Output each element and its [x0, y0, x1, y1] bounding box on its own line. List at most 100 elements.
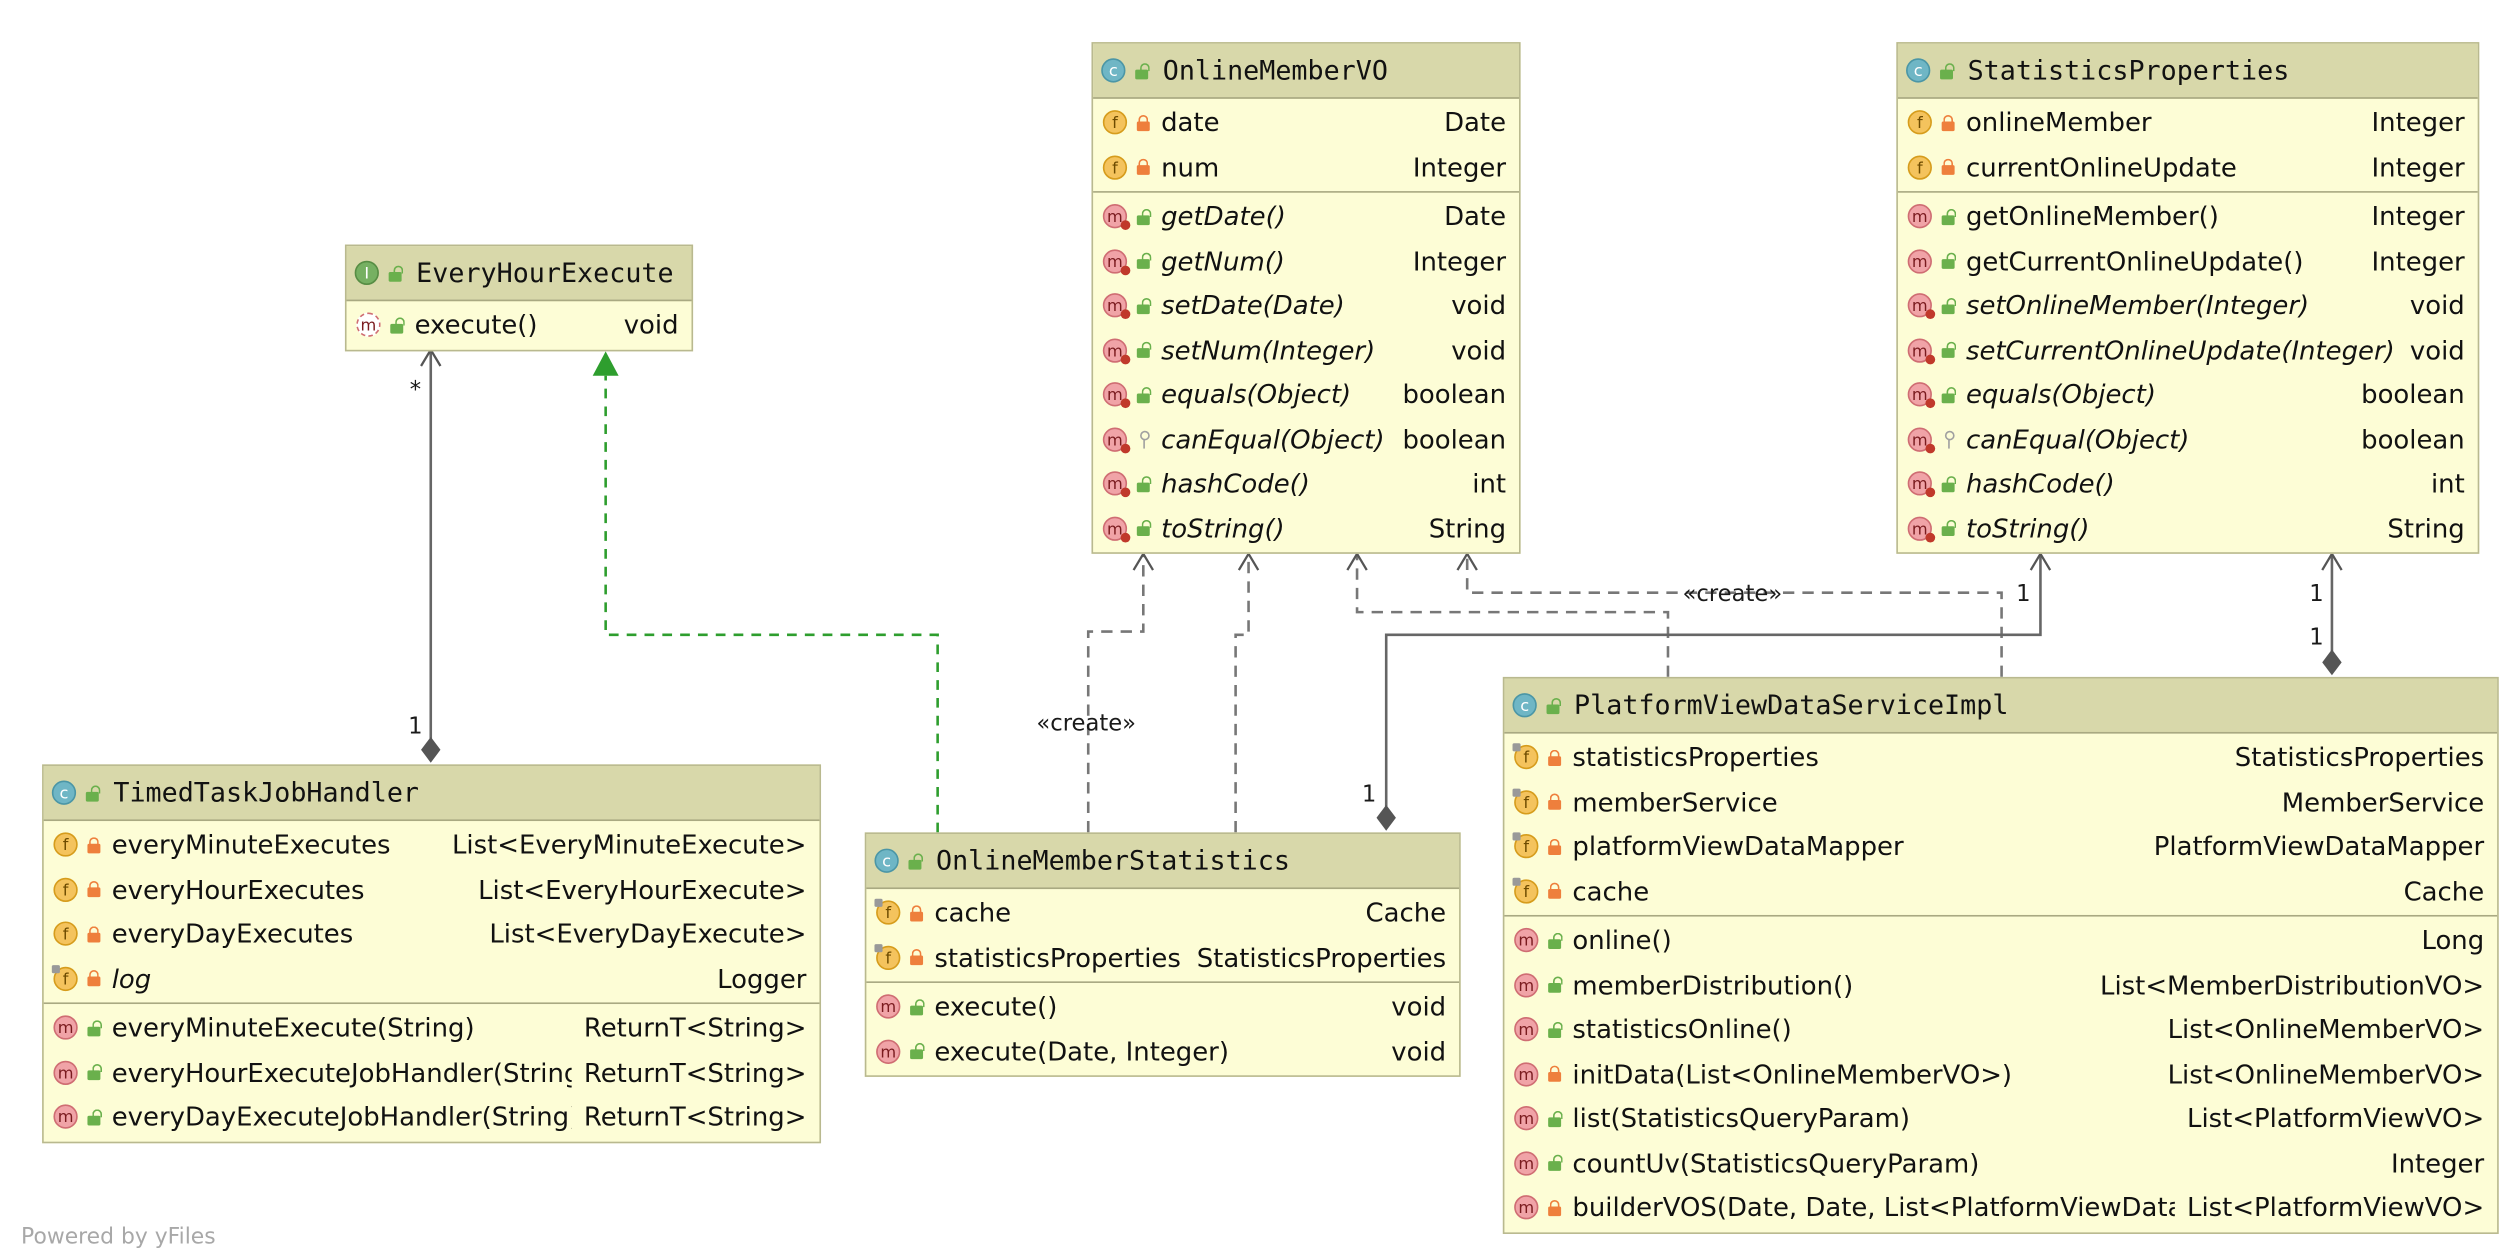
dependency-statistics-to-vo-1[interactable] — [1086, 551, 1154, 833]
field-name: statisticsProperties — [934, 942, 1181, 973]
method-signature: memberDistribution() — [1572, 969, 1854, 1001]
public-visibility-icon — [1547, 975, 1563, 994]
realization-statistics-to-every-hour-execute[interactable] — [592, 351, 939, 833]
method-icon: m — [1102, 338, 1131, 364]
dependency-statistics-to-vo-2[interactable] — [1234, 551, 1260, 833]
class-header: c StatisticsProperties — [1897, 43, 2478, 99]
return-type: String — [2387, 512, 2465, 544]
method-signature: equals(Object) — [1161, 379, 1352, 411]
association-handler-to-every-hour-execute[interactable] — [420, 347, 442, 763]
field-icon: f — [53, 877, 78, 902]
return-type: List<PlatformViewVO> — [2187, 1192, 2485, 1224]
class-name: OnlineMemberVO — [1162, 55, 1388, 86]
dependency-service-to-vo-2[interactable] — [1456, 551, 2003, 677]
override-marker-icon — [1120, 443, 1131, 454]
field-type: StatisticsProperties — [1196, 942, 1447, 973]
return-type: boolean — [2361, 423, 2465, 455]
field-icon: f — [1102, 155, 1128, 180]
class-icon: c — [51, 780, 77, 805]
method-icon: m — [1907, 382, 1936, 409]
multiplicity-handler-label: 1 — [408, 714, 422, 740]
method-icon: m — [1514, 1150, 1539, 1176]
field-icon: f — [53, 921, 78, 947]
dependency-service-to-vo-1[interactable] — [1346, 551, 1670, 677]
association-service-to-properties[interactable] — [2321, 551, 2343, 676]
public-visibility-icon — [86, 1107, 103, 1126]
return-type: List<MemberDistributionVO> — [2100, 969, 2485, 1001]
method-icon: m — [1514, 1061, 1539, 1087]
override-marker-icon — [1925, 354, 1936, 364]
method-icon: m — [1514, 928, 1539, 953]
final-marker-icon — [874, 899, 883, 908]
method-icon: m — [876, 1039, 901, 1064]
public-visibility-icon — [86, 1018, 103, 1037]
method-signature: execute() — [934, 991, 1058, 1023]
protected-visibility-icon — [1940, 430, 1956, 449]
method-signature: canEqual(Object) — [1965, 423, 2190, 455]
private-visibility-icon — [1547, 1198, 1563, 1217]
field-name: date — [1161, 107, 1220, 139]
multiplicity-statistics-label: 1 — [1362, 782, 1376, 808]
private-visibility-icon — [1547, 881, 1563, 900]
method-icon: m — [53, 1104, 78, 1130]
override-marker-icon — [1925, 487, 1936, 498]
method-icon: m — [1102, 293, 1131, 320]
return-type: List<PlatformViewVO> — [2187, 1103, 2485, 1134]
